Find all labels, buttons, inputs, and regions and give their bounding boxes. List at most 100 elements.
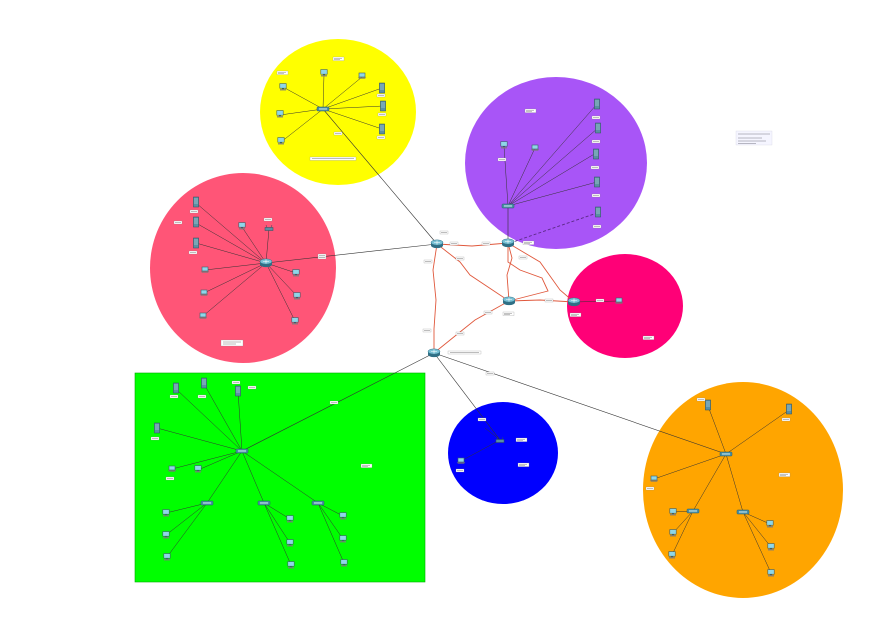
switch-icon[interactable] xyxy=(736,509,750,515)
interface-tag xyxy=(518,255,528,260)
pc-icon[interactable] xyxy=(339,535,347,543)
server-icon[interactable] xyxy=(594,176,600,188)
wan-link-mid-south xyxy=(433,300,510,354)
blue-lan xyxy=(455,417,530,473)
laptop-icon[interactable] xyxy=(649,475,659,483)
pc-icon[interactable] xyxy=(292,269,300,277)
wan-link-core1-core2 xyxy=(436,242,509,247)
switch-icon[interactable] xyxy=(719,451,733,457)
laptop-icon[interactable] xyxy=(200,266,210,274)
zone-red xyxy=(150,173,336,363)
wan-link-core2-mid xyxy=(507,243,549,302)
server-icon[interactable] xyxy=(193,196,199,208)
red-lan xyxy=(173,196,327,347)
server-icon[interactable] xyxy=(595,122,601,134)
pc-icon[interactable] xyxy=(293,292,301,300)
server-icon[interactable] xyxy=(235,385,241,397)
pc-icon[interactable] xyxy=(163,553,171,561)
laptop-icon[interactable] xyxy=(614,297,624,305)
router-icon[interactable] xyxy=(567,297,581,307)
pc-icon[interactable] xyxy=(286,515,294,523)
laptop-icon[interactable] xyxy=(357,72,367,80)
interface-tag xyxy=(317,253,327,258)
server-icon[interactable] xyxy=(201,377,207,389)
switch-icon[interactable] xyxy=(686,508,700,514)
core-routers xyxy=(317,230,554,405)
device-tag xyxy=(524,108,537,113)
device-tag xyxy=(696,397,706,402)
interface-tag xyxy=(455,256,465,261)
zone-layer xyxy=(134,39,843,598)
zone-caption xyxy=(220,339,244,347)
router-icon[interactable] xyxy=(501,238,515,248)
wan-link-core2-mid-b xyxy=(506,242,513,302)
pc-icon[interactable] xyxy=(767,569,775,577)
yellow-lan xyxy=(276,56,387,161)
pc-icon[interactable] xyxy=(276,110,284,118)
server-icon[interactable] xyxy=(593,148,599,160)
server-icon[interactable] xyxy=(594,98,600,110)
laptop-icon[interactable] xyxy=(530,144,540,152)
device-tag xyxy=(165,476,175,481)
pc-icon[interactable] xyxy=(162,531,170,539)
laptop-icon[interactable] xyxy=(199,289,209,297)
laptop-icon[interactable] xyxy=(167,465,177,473)
wan-link-mid-magenta xyxy=(508,299,575,303)
pc-icon[interactable] xyxy=(500,141,508,149)
device-tag xyxy=(197,394,207,399)
router-icon[interactable] xyxy=(430,239,444,249)
pc-icon[interactable] xyxy=(162,509,170,517)
zone-orange xyxy=(643,382,843,598)
device-tag xyxy=(360,463,373,468)
interface-tag xyxy=(485,371,495,376)
pc-icon[interactable] xyxy=(286,539,294,547)
pc-icon[interactable] xyxy=(669,529,677,537)
pc-icon[interactable] xyxy=(279,83,287,91)
server-icon[interactable] xyxy=(705,399,711,411)
switch-icon[interactable] xyxy=(235,448,249,454)
switch-icon[interactable] xyxy=(200,500,214,506)
purple-lan xyxy=(497,98,602,229)
router-icon[interactable] xyxy=(427,348,441,358)
pc-icon[interactable] xyxy=(340,559,348,567)
device-tag xyxy=(247,385,257,390)
switch-icon[interactable] xyxy=(311,500,325,506)
pc-icon[interactable] xyxy=(291,317,299,325)
router-icon[interactable] xyxy=(259,258,273,268)
server-icon[interactable] xyxy=(193,216,199,228)
server-icon[interactable] xyxy=(379,82,385,94)
pc-icon[interactable] xyxy=(767,543,775,551)
switch-icon[interactable] xyxy=(316,106,330,112)
interface-tag xyxy=(423,259,433,264)
green-lan xyxy=(150,377,373,569)
pc-icon[interactable] xyxy=(766,520,774,528)
server-icon[interactable] xyxy=(154,422,160,434)
device-tag xyxy=(376,93,386,98)
server-icon[interactable] xyxy=(193,237,199,249)
device-tag xyxy=(150,436,160,441)
device-tag xyxy=(515,437,528,442)
server-icon[interactable] xyxy=(786,403,792,415)
pc-icon[interactable] xyxy=(320,69,328,77)
laptop-icon[interactable] xyxy=(198,312,208,320)
server-icon[interactable] xyxy=(380,100,386,112)
switch-icon[interactable] xyxy=(257,500,271,506)
pc-icon[interactable] xyxy=(669,508,677,516)
server-icon[interactable] xyxy=(379,123,385,135)
router-icon[interactable] xyxy=(502,296,516,306)
pc-icon[interactable] xyxy=(287,561,295,569)
device-tag xyxy=(276,70,289,75)
pc-icon[interactable] xyxy=(668,551,676,559)
server-icon[interactable] xyxy=(173,382,179,394)
legend-note xyxy=(735,130,773,146)
laptop-icon[interactable] xyxy=(456,457,466,465)
zone-yellow xyxy=(260,39,416,185)
pc-icon[interactable] xyxy=(277,137,285,145)
switch-icon[interactable] xyxy=(501,203,515,209)
pc-icon[interactable] xyxy=(194,465,202,473)
pc-icon[interactable] xyxy=(238,222,246,230)
wan-link-core1-mid xyxy=(436,243,510,302)
server-icon[interactable] xyxy=(595,206,601,218)
pc-icon[interactable] xyxy=(339,512,347,520)
device-tag xyxy=(376,135,386,140)
